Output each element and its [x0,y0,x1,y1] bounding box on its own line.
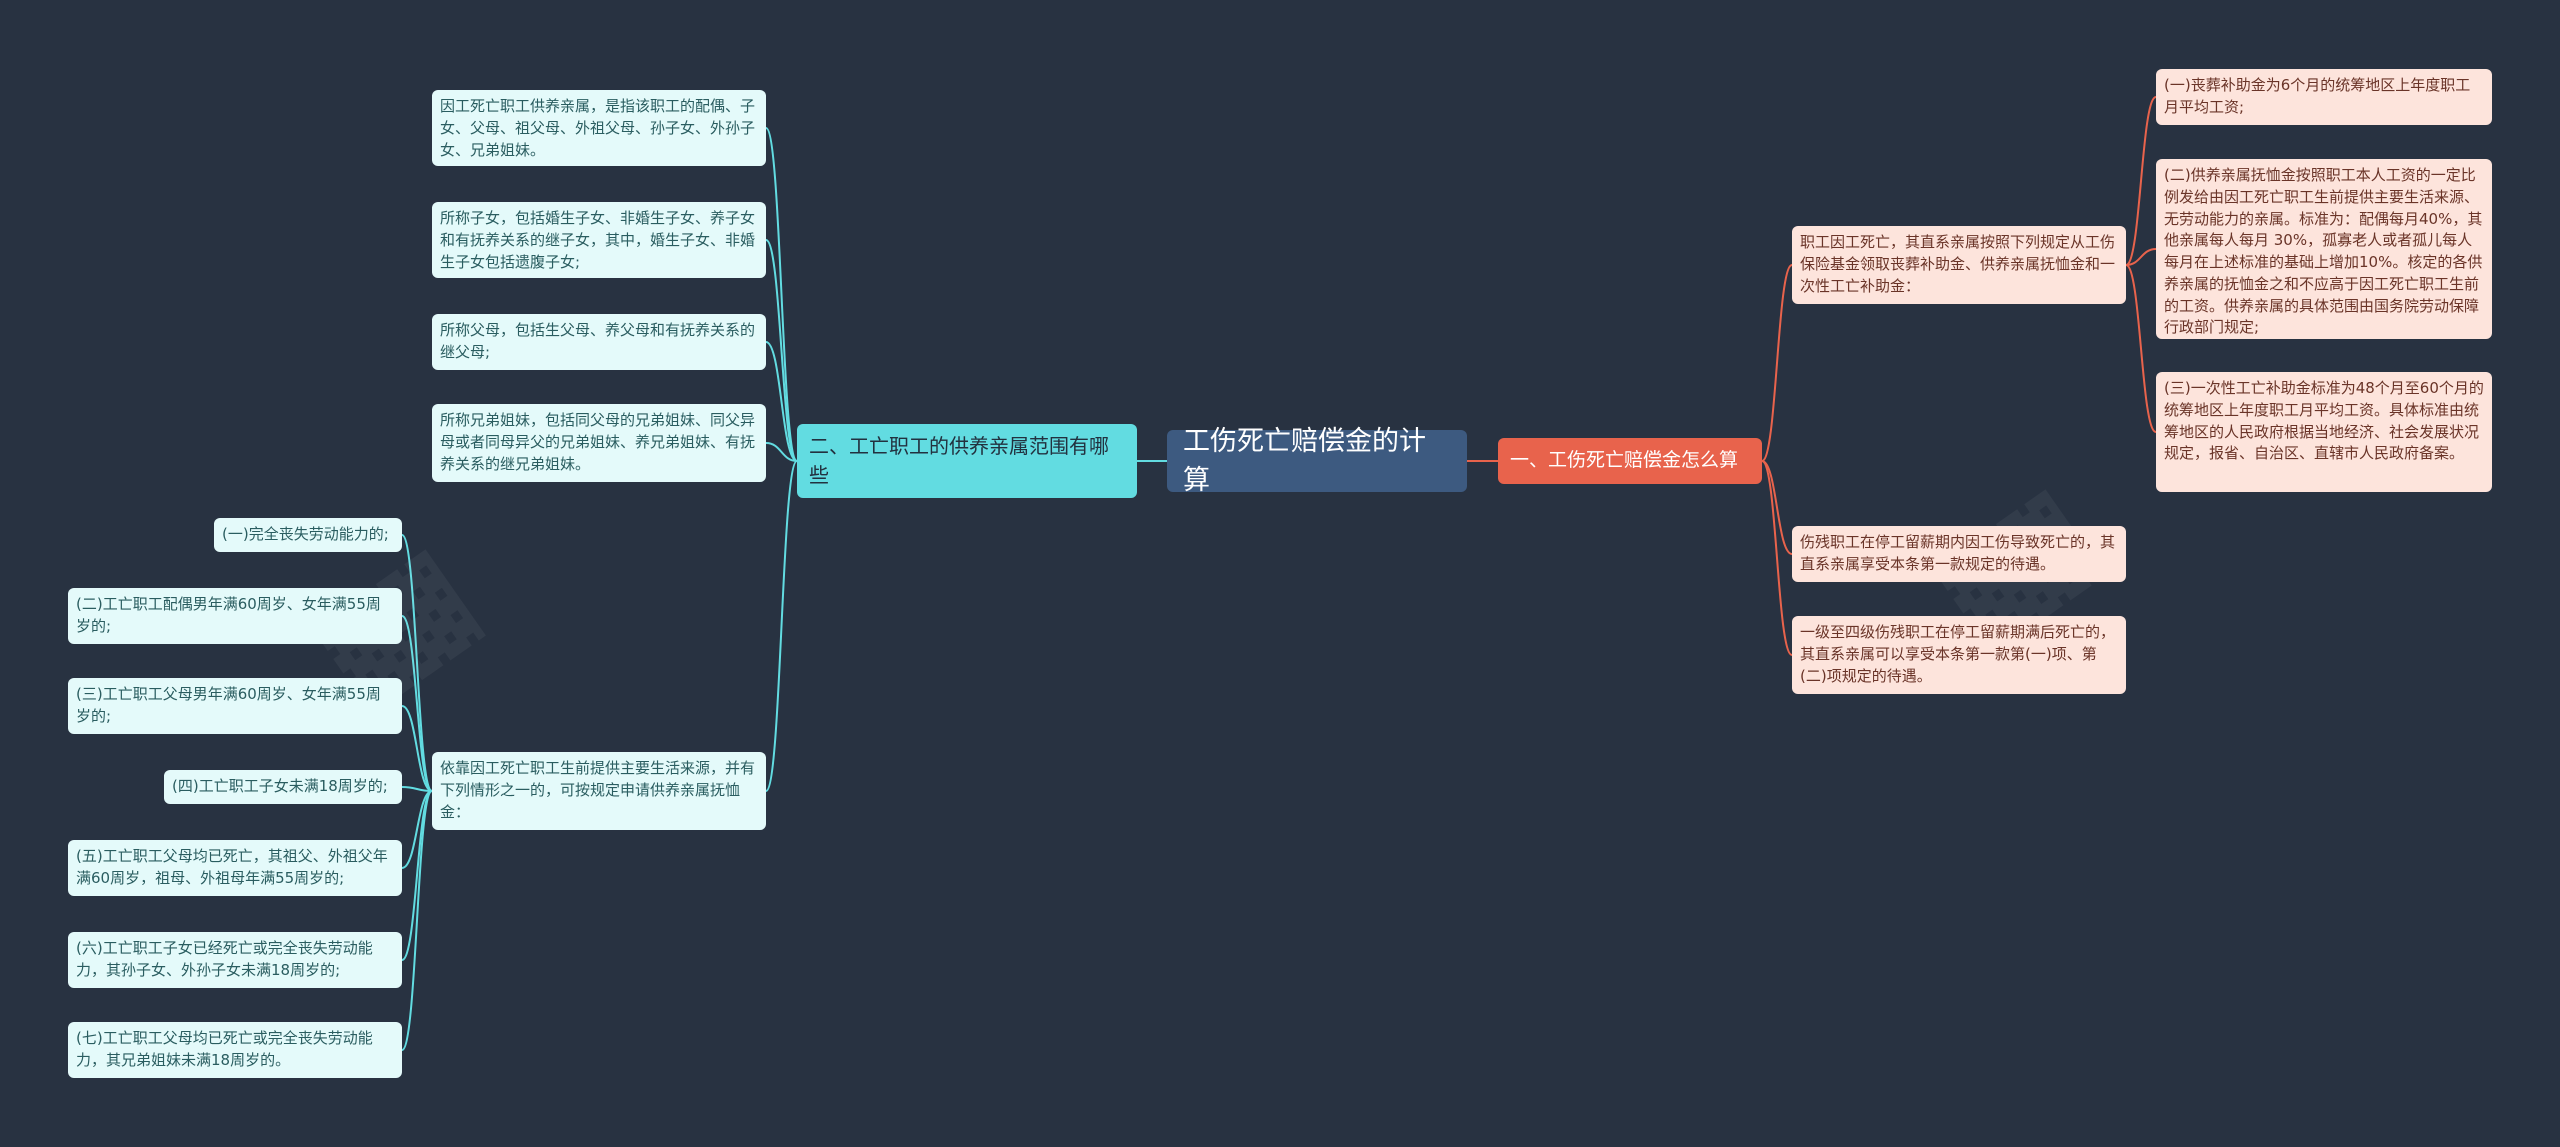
node-text: (六)工亡职工子女已经死亡或完全丧失劳动能力，其孙子女、外孙子女未满18周岁的; [76,939,373,979]
node-text: (七)工亡职工父母均已死亡或完全丧失劳动能力，其兄弟姐妹未满18周岁的。 [76,1029,373,1069]
root-topic-label: 工伤死亡赔偿金的计算 [1183,425,1426,496]
connector-line [401,705,433,792]
node-text: 职工因工死亡，其直系亲属按照下列规定从工伤保险基金领取丧葬补助金、供养亲属抚恤金… [1800,233,2116,295]
right-grandchild-node[interactable]: (三)一次性工亡补助金标准为48个月至60个月的统筹地区上年度职工月平均工资。具… [2156,372,2492,492]
connector-line [765,127,798,462]
branch-label: 二、工亡职工的供养亲属范围有哪些 [809,434,1109,487]
connector-line [1761,460,1793,555]
node-text: (三)工亡职工父母男年满60周岁、女年满55周岁的; [76,685,381,725]
connector-line [2125,248,2157,266]
branch-dependent-relatives-scope[interactable]: 二、工亡职工的供养亲属范围有哪些 [797,424,1137,498]
connector-line [401,786,433,792]
left-child-node[interactable]: 因工死亡职工供养亲属，是指该职工的配偶、子女、父母、祖父母、外祖父母、孙子女、外… [432,90,766,166]
left-child-node[interactable]: 所称子女，包括婚生子女、非婚生子女、养子女和有抚养关系的继子女，其中，婚生子女、… [432,202,766,278]
connector-line [765,442,798,462]
node-text: (三)一次性工亡补助金标准为48个月至60个月的统筹地区上年度职工月平均工资。具… [2164,379,2484,463]
node-text: 伤残职工在停工留薪期内因工伤导致死亡的，其直系亲属享受本条第一款规定的待遇。 [1800,533,2116,573]
connector-line [765,239,798,462]
node-text: 所称父母，包括生父母、养父母和有抚养关系的继父母; [440,321,756,361]
node-text: 所称兄弟姐妹，包括同父母的兄弟姐妹、同父异母或者同母异父的兄弟姐妹、养兄弟姐妹、… [440,411,756,473]
connector-line [2125,96,2157,266]
connector-line [401,790,433,1051]
left-grandchild-node[interactable]: (六)工亡职工子女已经死亡或完全丧失劳动能力，其孙子女、外孙子女未满18周岁的; [68,932,402,988]
branch-label: 一、工伤死亡赔偿金怎么算 [1510,449,1739,472]
left-grandchild-node[interactable]: (七)工亡职工父母均已死亡或完全丧失劳动能力，其兄弟姐妹未满18周岁的。 [68,1022,402,1078]
left-child-node[interactable]: 依靠因工死亡职工生前提供主要生活来源，并有下列情形之一的，可按规定申请供养亲属抚… [432,752,766,830]
left-grandchild-node[interactable]: (三)工亡职工父母男年满60周岁、女年满55周岁的; [68,678,402,734]
node-text: (四)工亡职工子女未满18周岁的; [172,777,388,795]
left-grandchild-node[interactable]: (一)完全丧失劳动能力的; [214,518,402,552]
connector-line [1761,460,1793,656]
right-child-node[interactable]: 一级至四级伤残职工在停工留薪期满后死亡的，其直系亲属可以享受本条第一款第(一)项… [1792,616,2126,694]
node-text: (五)工亡职工父母均已死亡，其祖父、外祖父年满60周岁，祖母、外祖母年满55周岁… [76,847,388,887]
node-text: (二)工亡职工配偶男年满60周岁、女年满55周岁的; [76,595,381,635]
right-grandchild-node[interactable]: (二)供养亲属抚恤金按照职工本人工资的一定比例发给由因工死亡职工生前提供主要生活… [2156,159,2492,339]
right-grandchild-node[interactable]: (一)丧葬补助金为6个月的统筹地区上年度职工月平均工资; [2156,69,2492,125]
node-text: (一)完全丧失劳动能力的; [222,525,389,543]
node-text: 依靠因工死亡职工生前提供主要生活来源，并有下列情形之一的，可按规定申请供养亲属抚… [440,759,756,821]
left-grandchild-node[interactable]: (四)工亡职工子女未满18周岁的; [164,770,402,804]
right-child-node[interactable]: 伤残职工在停工留薪期内因工伤导致死亡的，其直系亲属享受本条第一款规定的待遇。 [1792,526,2126,582]
connector-line [765,341,798,462]
connector-line [2125,264,2157,433]
node-text: 一级至四级伤残职工在停工留薪期满后死亡的，其直系亲属可以享受本条第一款第(一)项… [1800,623,2116,685]
connector-line [401,615,433,792]
node-text: (一)丧葬补助金为6个月的统筹地区上年度职工月平均工资; [2164,76,2471,116]
root-topic[interactable]: 工伤死亡赔偿金的计算 [1167,426,1467,496]
connector-line [401,790,433,869]
branch-compensation-calculation[interactable]: 一、工伤死亡赔偿金怎么算 [1498,438,1762,484]
connector-line [401,534,433,792]
left-grandchild-node[interactable]: (五)工亡职工父母均已死亡，其祖父、外祖父年满60周岁，祖母、外祖母年满55周岁… [68,840,402,896]
node-text: 所称子女，包括婚生子女、非婚生子女、养子女和有抚养关系的继子女，其中，婚生子女、… [440,209,756,271]
connector-line [1761,264,1793,462]
right-child-node[interactable]: 职工因工死亡，其直系亲属按照下列规定从工伤保险基金领取丧葬补助金、供养亲属抚恤金… [1792,226,2126,304]
left-child-node[interactable]: 所称父母，包括生父母、养父母和有抚养关系的继父母; [432,314,766,370]
connector-line [765,460,798,792]
node-text: 因工死亡职工供养亲属，是指该职工的配偶、子女、父母、祖父母、外祖父母、孙子女、外… [440,97,756,159]
left-child-node[interactable]: 所称兄弟姐妹，包括同父母的兄弟姐妹、同父异母或者同母异父的兄弟姐妹、养兄弟姐妹、… [432,404,766,482]
node-text: (二)供养亲属抚恤金按照职工本人工资的一定比例发给由因工死亡职工生前提供主要生活… [2164,166,2483,337]
left-grandchild-node[interactable]: (二)工亡职工配偶男年满60周岁、女年满55周岁的; [68,588,402,644]
